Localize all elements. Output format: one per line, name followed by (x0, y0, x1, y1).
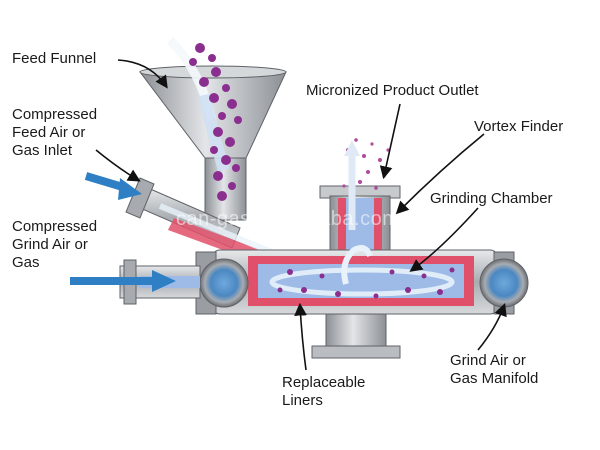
mill-stand (311, 313, 401, 359)
feed-air-inlet-label: Compressed Feed Air or Gas Inlet (12, 106, 98, 159)
grind-air-arrowhead-icon (152, 270, 176, 292)
outflow-arrowhead-icon (344, 140, 360, 156)
feed-funnel-label: Feed Funnel (12, 50, 97, 67)
leader-lines (95, 59, 507, 371)
replaceable-liners-label: Replaceable Liners (282, 374, 366, 409)
left-manifold-flange (195, 251, 249, 315)
right-manifold-flange (479, 251, 529, 315)
manifold-label: Grind Air or Gas Manifold (450, 352, 539, 387)
feed-funnel (138, 36, 287, 221)
watermark: can-gas.en.alibaba.com (176, 208, 400, 230)
feed-air-arrowhead-icon (118, 178, 142, 200)
grinding-chamber (211, 245, 499, 315)
product-outlet-label: Micronized Product Outlet (306, 82, 479, 99)
grinding-chamber-label: Grinding Chamber (430, 190, 553, 207)
grind-air-label: Compressed Grind Air or Gas (12, 218, 98, 271)
chamber-particles-icon (277, 267, 455, 299)
vortex-finder-label: Vortex Finder (474, 118, 564, 135)
feed-particles-icon (189, 43, 242, 201)
